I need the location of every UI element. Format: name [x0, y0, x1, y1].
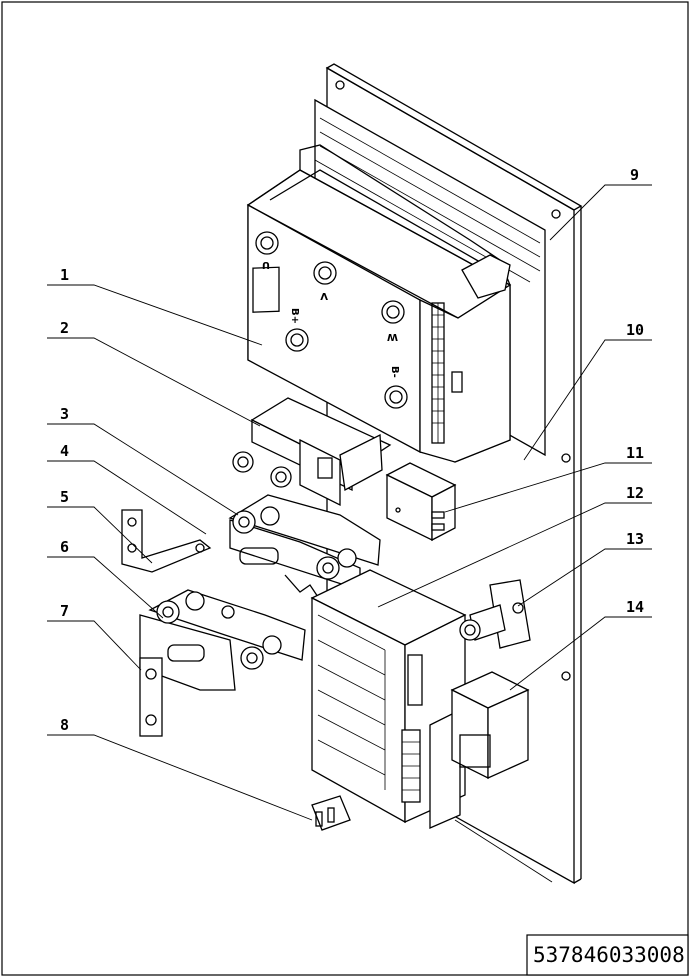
- relay: [385, 462, 457, 542]
- terminal-mark-v: V: [320, 290, 328, 301]
- callout-labels: 1 2 3 4 5 6 7 8 9 10 11 12 13 14: [60, 166, 644, 734]
- terminal-b-plus: B+: [285, 308, 309, 352]
- terminal-v: V: [313, 261, 337, 301]
- callout-11: 11: [626, 444, 644, 462]
- motor-controller: U V W B+ B-: [246, 144, 512, 463]
- callout-6: 6: [60, 538, 69, 556]
- callout-14: 14: [626, 598, 644, 616]
- callout-10: 10: [626, 321, 644, 339]
- callout-9: 9: [630, 166, 639, 184]
- angle-bracket: [121, 509, 212, 573]
- part-code: 537846033008: [533, 943, 685, 967]
- terminal-mark-u: U: [262, 259, 270, 270]
- blade-fuse: [311, 795, 351, 831]
- terminal-mark-w: W: [387, 331, 398, 342]
- callout-4: 4: [60, 442, 69, 460]
- terminal-u: U: [255, 231, 279, 270]
- callout-13: 13: [626, 530, 644, 548]
- callout-1: 1: [60, 266, 69, 284]
- leader-lines: [47, 184, 652, 883]
- callout-3: 3: [60, 405, 69, 423]
- terminal-w: W: [381, 300, 405, 342]
- part-code-box: 537846033008: [526, 934, 689, 976]
- fuse-box: [450, 671, 530, 780]
- callout-2: 2: [60, 319, 69, 337]
- key-switch: [459, 579, 531, 649]
- callout-5: 5: [60, 488, 69, 506]
- callout-8: 8: [60, 716, 69, 734]
- main-contactor: [232, 397, 392, 507]
- terminal-b-minus: B-: [384, 366, 408, 409]
- terminal-mark-b-plus: B+: [289, 308, 300, 324]
- busbar-strip: [139, 657, 163, 737]
- fuse-holder-lower: [139, 589, 306, 691]
- terminal-mark-b-minus: B-: [389, 366, 400, 378]
- dc-converter: [310, 569, 467, 829]
- callout-7: 7: [60, 602, 69, 620]
- callout-12: 12: [626, 484, 644, 502]
